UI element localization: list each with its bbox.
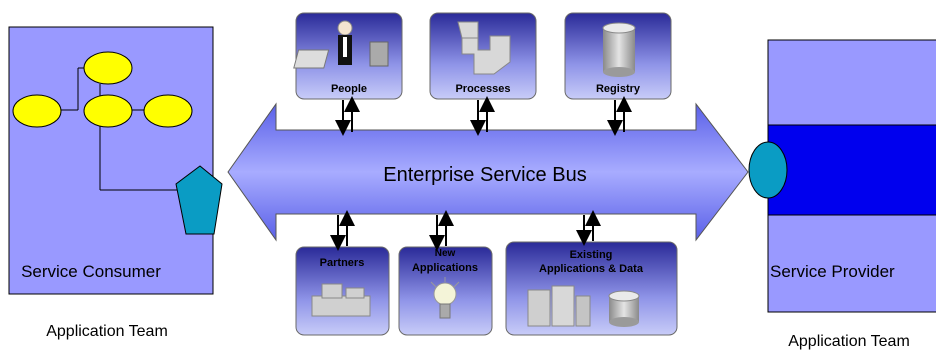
bus-connector-arrows — [330, 96, 632, 251]
bottom-box-new-applications: New Applications — [398, 246, 493, 336]
bottom-box-existing-label-line2: Applications & Data — [539, 263, 644, 275]
bottom-box-existing-applications: Existing Applications & Data — [505, 241, 678, 336]
bottom-box-partners: Partners — [295, 246, 390, 336]
enterprise-service-bus: Enterprise Service Bus — [227, 102, 749, 242]
bus-label: Enterprise Service Bus — [383, 164, 586, 186]
servers-icon — [527, 285, 640, 327]
registry-icon — [602, 22, 636, 77]
process-node-left — [12, 94, 62, 128]
top-box-registry: Registry — [564, 12, 672, 100]
bottom-box-partners-label: Partners — [320, 257, 365, 269]
service-provider-panel: Service Provider — [748, 39, 936, 313]
provider-band — [767, 124, 936, 216]
process-node-top — [83, 51, 133, 85]
bottom-box-new-label-line2: Applications — [412, 262, 478, 274]
service-consumer-panel: Service Consumer — [8, 26, 223, 295]
provider-team-label: Application Team — [788, 333, 910, 350]
top-box-people: People — [293, 12, 403, 100]
service-consumer-label: Service Consumer — [21, 262, 161, 281]
process-node-right — [143, 94, 193, 128]
people-icon — [293, 20, 389, 69]
provider-connector-oval — [748, 141, 788, 199]
bottom-box-existing-label-line1: Existing — [570, 249, 613, 261]
top-box-processes-label: Processes — [455, 83, 510, 95]
processes-icon — [457, 21, 511, 75]
consumer-team-label: Application Team — [46, 323, 168, 340]
consumer-connector-pentagon — [175, 165, 223, 235]
consumer-tree-lines — [48, 67, 185, 191]
process-node-center — [83, 94, 133, 128]
top-box-people-label: People — [331, 83, 367, 95]
top-box-processes: Processes — [429, 12, 537, 100]
top-box-registry-label: Registry — [596, 83, 641, 95]
bottom-box-new-label-line1: New — [435, 248, 456, 259]
lightbulb-icon — [430, 277, 460, 319]
service-provider-label: Service Provider — [770, 262, 895, 281]
partners-icon — [311, 283, 371, 317]
